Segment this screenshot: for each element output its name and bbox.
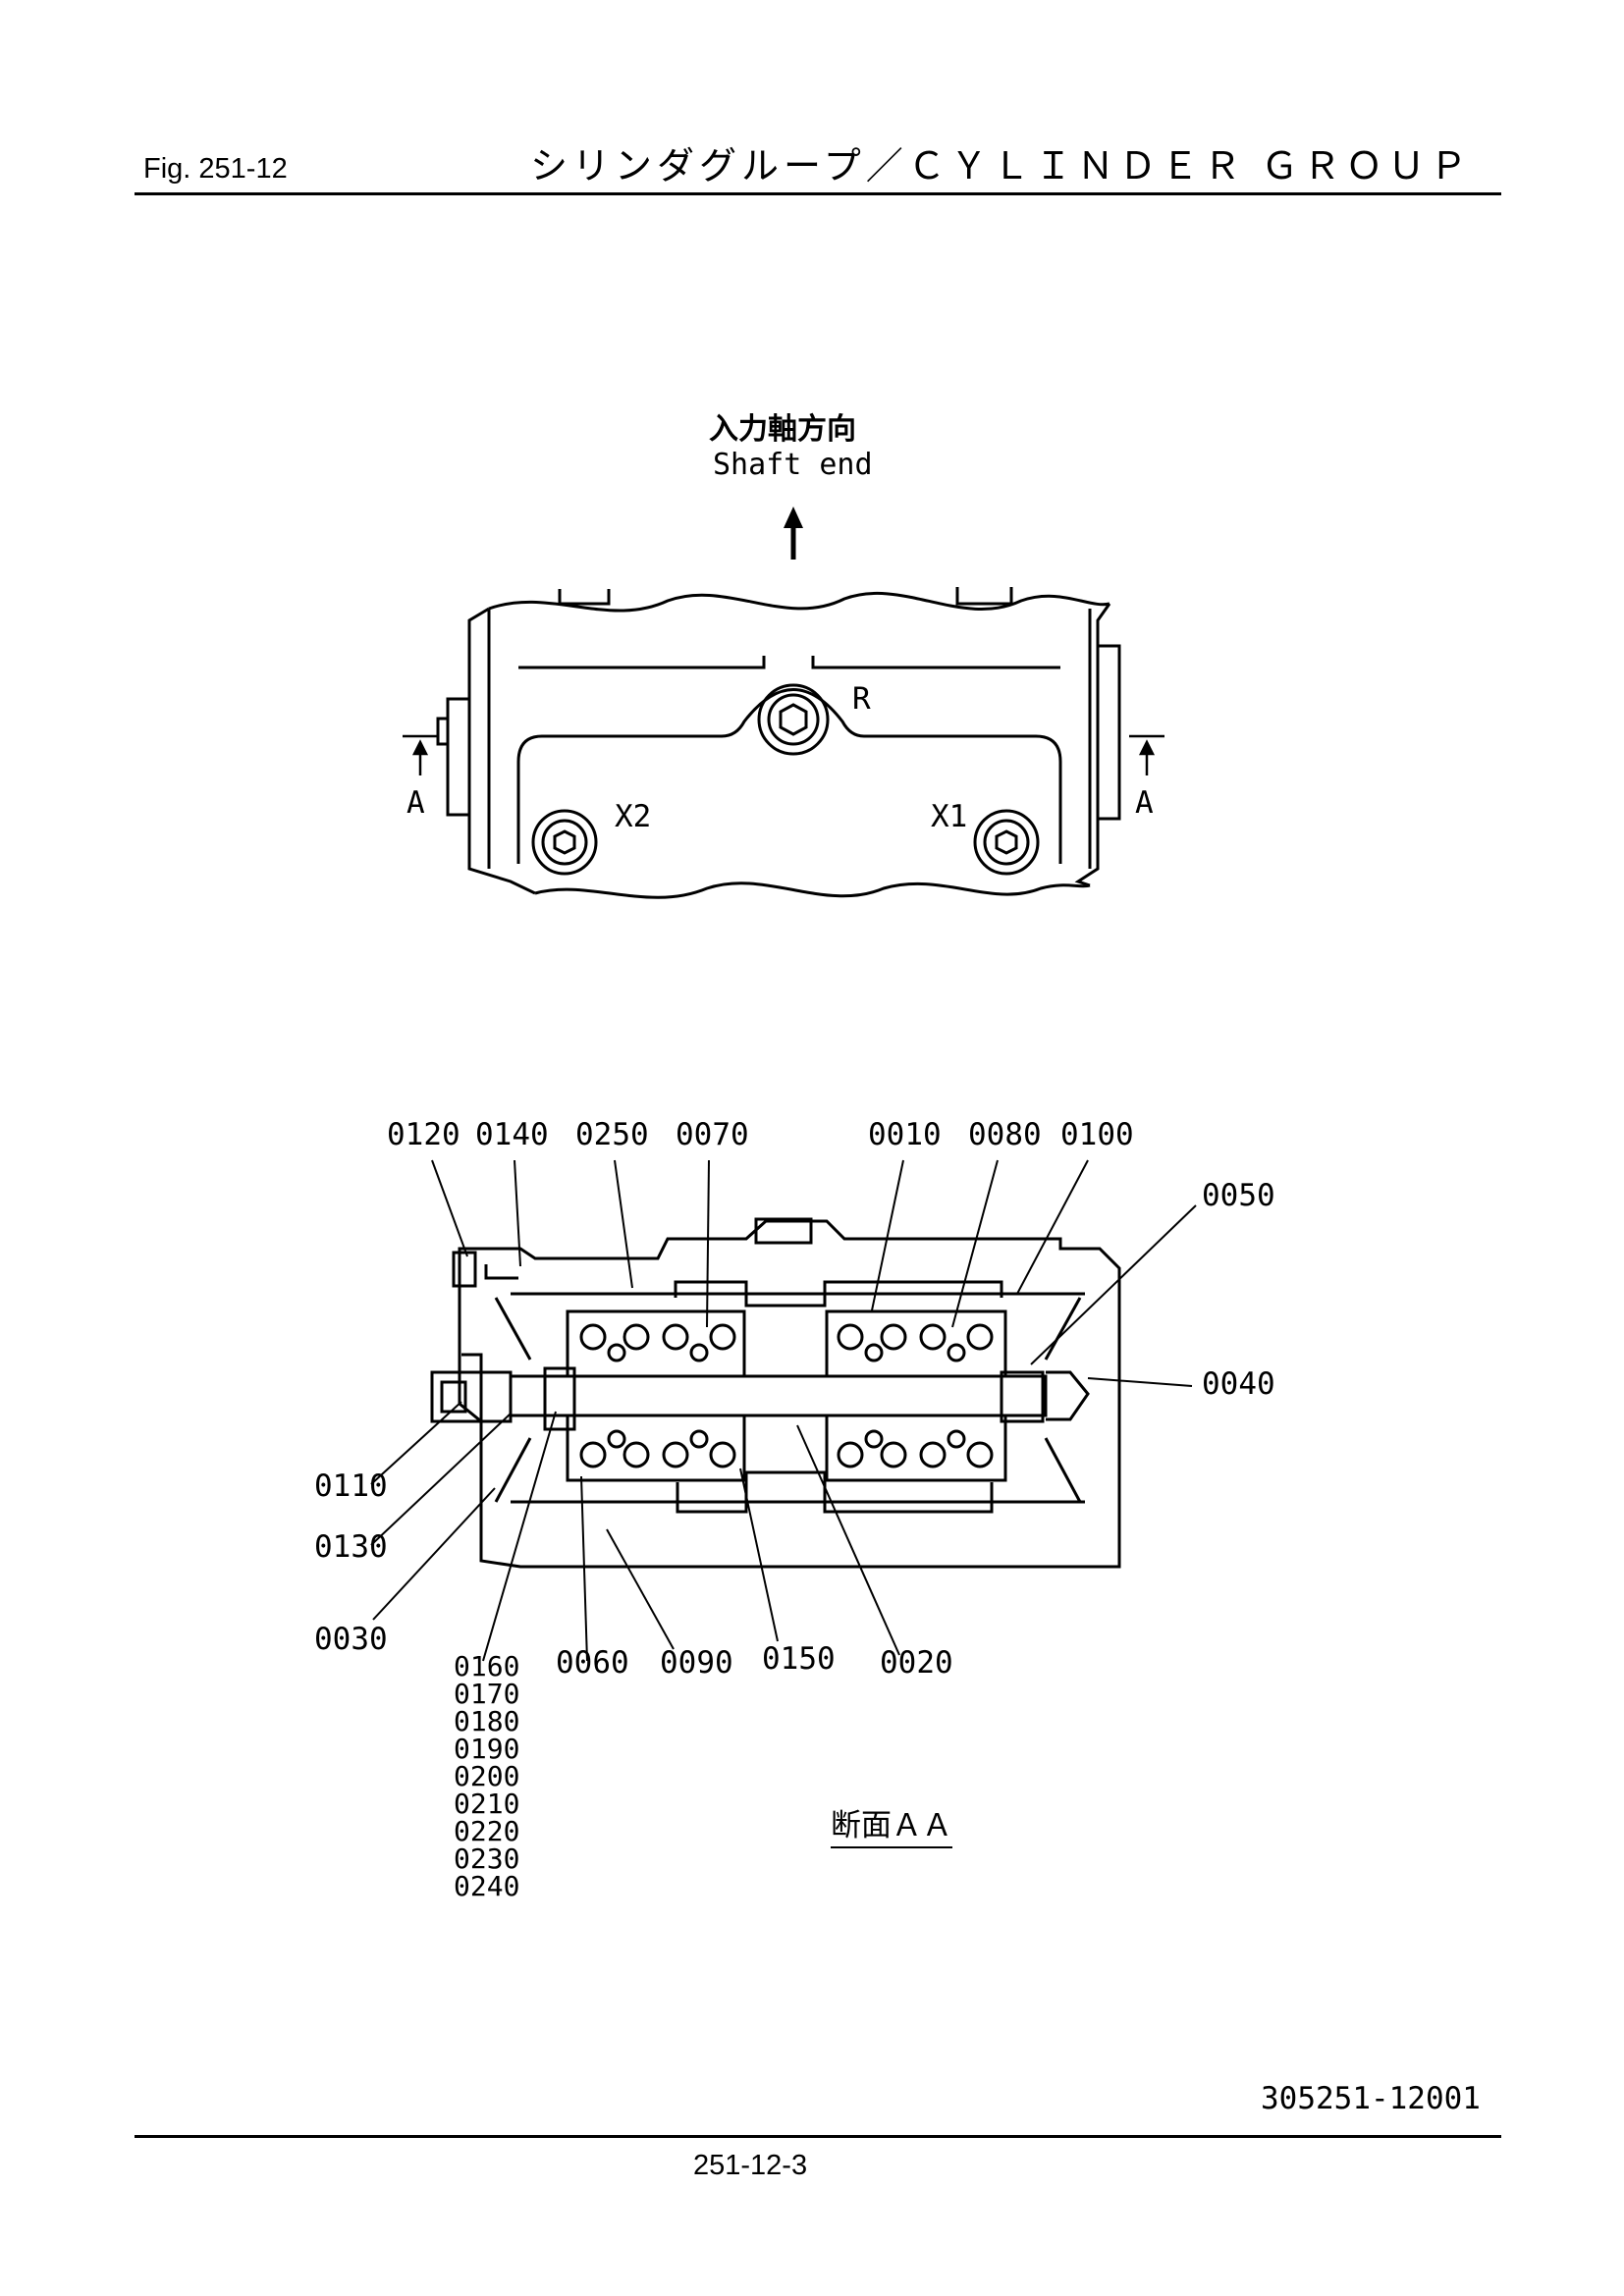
page-title: シリンダグループ／ＣＹＬＩＮＤＥＲ ＧＲＯＵＰ xyxy=(530,146,1473,187)
callout-0090: 0090 xyxy=(660,1645,733,1681)
callout-0120: 0120 xyxy=(387,1117,460,1152)
stacked-part-0160: 0160 xyxy=(454,1650,520,1682)
page-number: 251-12-3 xyxy=(693,2150,808,2181)
stacked-part-0240: 0240 xyxy=(454,1870,520,1902)
stacked-part-0180: 0180 xyxy=(454,1705,520,1737)
shaft-direction-label-en: Shaft end xyxy=(713,448,873,482)
callout-0080: 0080 xyxy=(968,1117,1042,1152)
stacked-part-0230: 0230 xyxy=(454,1842,520,1875)
section-mark-left-icon xyxy=(403,734,438,775)
stacked-part-0200: 0200 xyxy=(454,1760,520,1792)
stacked-part-0220: 0220 xyxy=(454,1815,520,1847)
section-mark-right-icon xyxy=(1129,734,1164,775)
stacked-part-numbers: 0160 0170 0180 0190 0200 0210 0220 0230 … xyxy=(454,1653,519,1900)
callout-0130: 0130 xyxy=(314,1529,388,1565)
leader-lines xyxy=(370,1159,1197,1662)
header-rule xyxy=(135,192,1501,195)
stacked-part-0170: 0170 xyxy=(454,1678,520,1710)
callout-0020: 0020 xyxy=(880,1645,953,1681)
section-mark-right-label: A xyxy=(1135,785,1154,821)
callout-0050: 0050 xyxy=(1202,1178,1275,1213)
callout-0250: 0250 xyxy=(575,1117,649,1152)
port-x1-label: X1 xyxy=(931,799,968,834)
footer-rule xyxy=(135,2135,1501,2138)
callout-0010: 0010 xyxy=(868,1117,942,1152)
callout-0040: 0040 xyxy=(1202,1366,1275,1402)
stacked-part-0190: 0190 xyxy=(454,1733,520,1765)
section-view-aa xyxy=(430,1217,1121,1569)
drawing-number: 305251-12001 xyxy=(1261,2081,1481,2116)
section-mark-left-label: A xyxy=(406,785,425,821)
port-r-label: R xyxy=(852,681,871,717)
figure-number: Fig. 251-12 xyxy=(143,153,288,185)
callout-0110: 0110 xyxy=(314,1468,388,1504)
cylinder-block-top-view xyxy=(436,587,1121,899)
callout-0060: 0060 xyxy=(556,1645,629,1681)
callout-0140: 0140 xyxy=(475,1117,549,1152)
section-title: 断面ＡＡ xyxy=(831,1800,952,1848)
callout-0100: 0100 xyxy=(1060,1117,1134,1152)
callout-0030: 0030 xyxy=(314,1622,388,1657)
shaft-arrow-icon xyxy=(784,507,803,560)
callout-0070: 0070 xyxy=(676,1117,749,1152)
shaft-direction-label-jp: 入力軸方向 xyxy=(709,413,856,446)
callout-0150: 0150 xyxy=(762,1641,836,1677)
port-x2-label: X2 xyxy=(615,799,652,834)
stacked-part-0210: 0210 xyxy=(454,1788,520,1820)
